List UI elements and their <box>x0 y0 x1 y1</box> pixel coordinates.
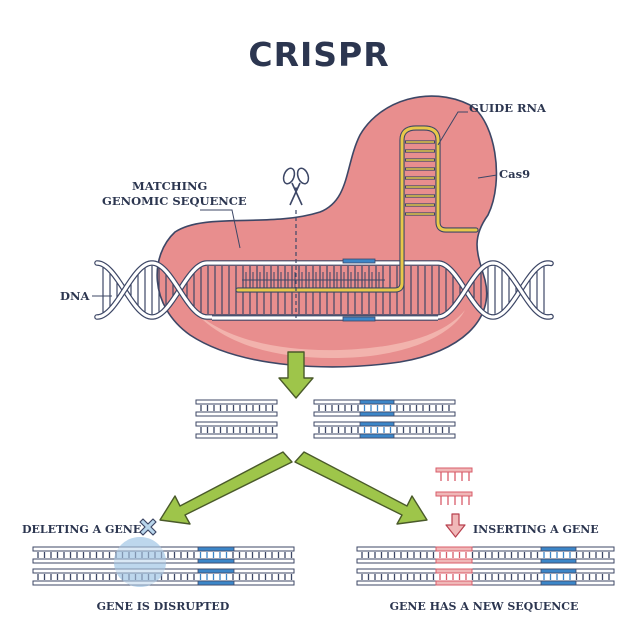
dna-label: DNA <box>60 289 90 303</box>
new-seq-bottom <box>356 568 615 586</box>
ladder-target-top <box>197 568 235 574</box>
ladder-rail-top <box>195 421 278 427</box>
dna-strand-top <box>95 261 553 319</box>
ladder-rail-top <box>195 399 278 405</box>
cut-dna-fragments <box>195 399 456 439</box>
ladder-target-bottom <box>197 580 235 586</box>
matching-label-line1: MATCHING <box>132 179 207 193</box>
diagonal-arrows <box>159 451 428 525</box>
cas9-label: Cas9 <box>499 167 530 181</box>
ladder-target-bottom <box>540 558 577 564</box>
new-seq-top <box>356 546 615 564</box>
matching-label-line2: GENOMIC SEQUENCE <box>102 194 247 208</box>
scissors-icon <box>282 167 310 206</box>
deleting-gene-label: DELETING A GENE <box>22 523 141 536</box>
ladder-target-top <box>359 399 395 405</box>
page-title: CRISPR <box>248 35 389 74</box>
ladder-rail-bottom <box>195 411 278 417</box>
ladder-rail-bottom <box>195 433 278 439</box>
ladder-rail-top <box>356 546 615 552</box>
ladder-rail-top <box>32 546 295 552</box>
gene-disrupted-label: GENE IS DISRUPTED <box>97 600 230 613</box>
ladder-target-bottom <box>359 433 395 439</box>
down-arrow <box>278 351 314 399</box>
insert-rail <box>435 491 473 497</box>
ladder-target-bottom <box>197 558 235 564</box>
fragment-right-bottom <box>313 421 456 439</box>
fragment-right-top <box>313 399 456 417</box>
ladder-target-top <box>540 568 577 574</box>
ladder-rail-bottom <box>32 580 295 586</box>
guide-rna-rungs <box>245 140 435 288</box>
ladder-rail-bottom <box>356 580 615 586</box>
ladder-target-bottom <box>540 580 577 586</box>
gene-new-sequence-label: GENE HAS A NEW SEQUENCE <box>390 600 579 613</box>
dna-helix <box>94 260 554 321</box>
ladder-target-top <box>197 546 235 552</box>
insert-dna-piece <box>435 467 473 505</box>
ladder-rail-bottom <box>356 558 615 564</box>
target-sequence <box>342 258 376 322</box>
leader-lines <box>92 111 498 297</box>
ladder-insert-top <box>435 568 473 574</box>
ladder-target-top <box>359 421 395 427</box>
ladder-insert-bottom <box>435 580 473 586</box>
ladder-target-top <box>540 546 577 552</box>
insert-arrow <box>445 513 466 538</box>
fragment-left-bottom <box>195 421 278 439</box>
disruption-overlay <box>114 537 166 587</box>
cas9-protein <box>156 95 498 368</box>
inserting-gene-label: INSERTING A GENE <box>473 523 599 536</box>
new-sequence-dna <box>356 546 615 586</box>
ladder-insert-bottom <box>435 558 473 564</box>
ladder-target-bottom <box>359 411 395 417</box>
disrupted-dna <box>32 537 295 587</box>
insert-rail <box>435 467 473 473</box>
ladder-insert-top <box>435 546 473 552</box>
cross-icon <box>139 518 157 536</box>
guide-rna <box>235 125 479 293</box>
ladder-rail-top <box>356 568 615 574</box>
fragment-left-top <box>195 399 278 417</box>
guide-rna-label: GUIDE RNA <box>469 101 547 115</box>
